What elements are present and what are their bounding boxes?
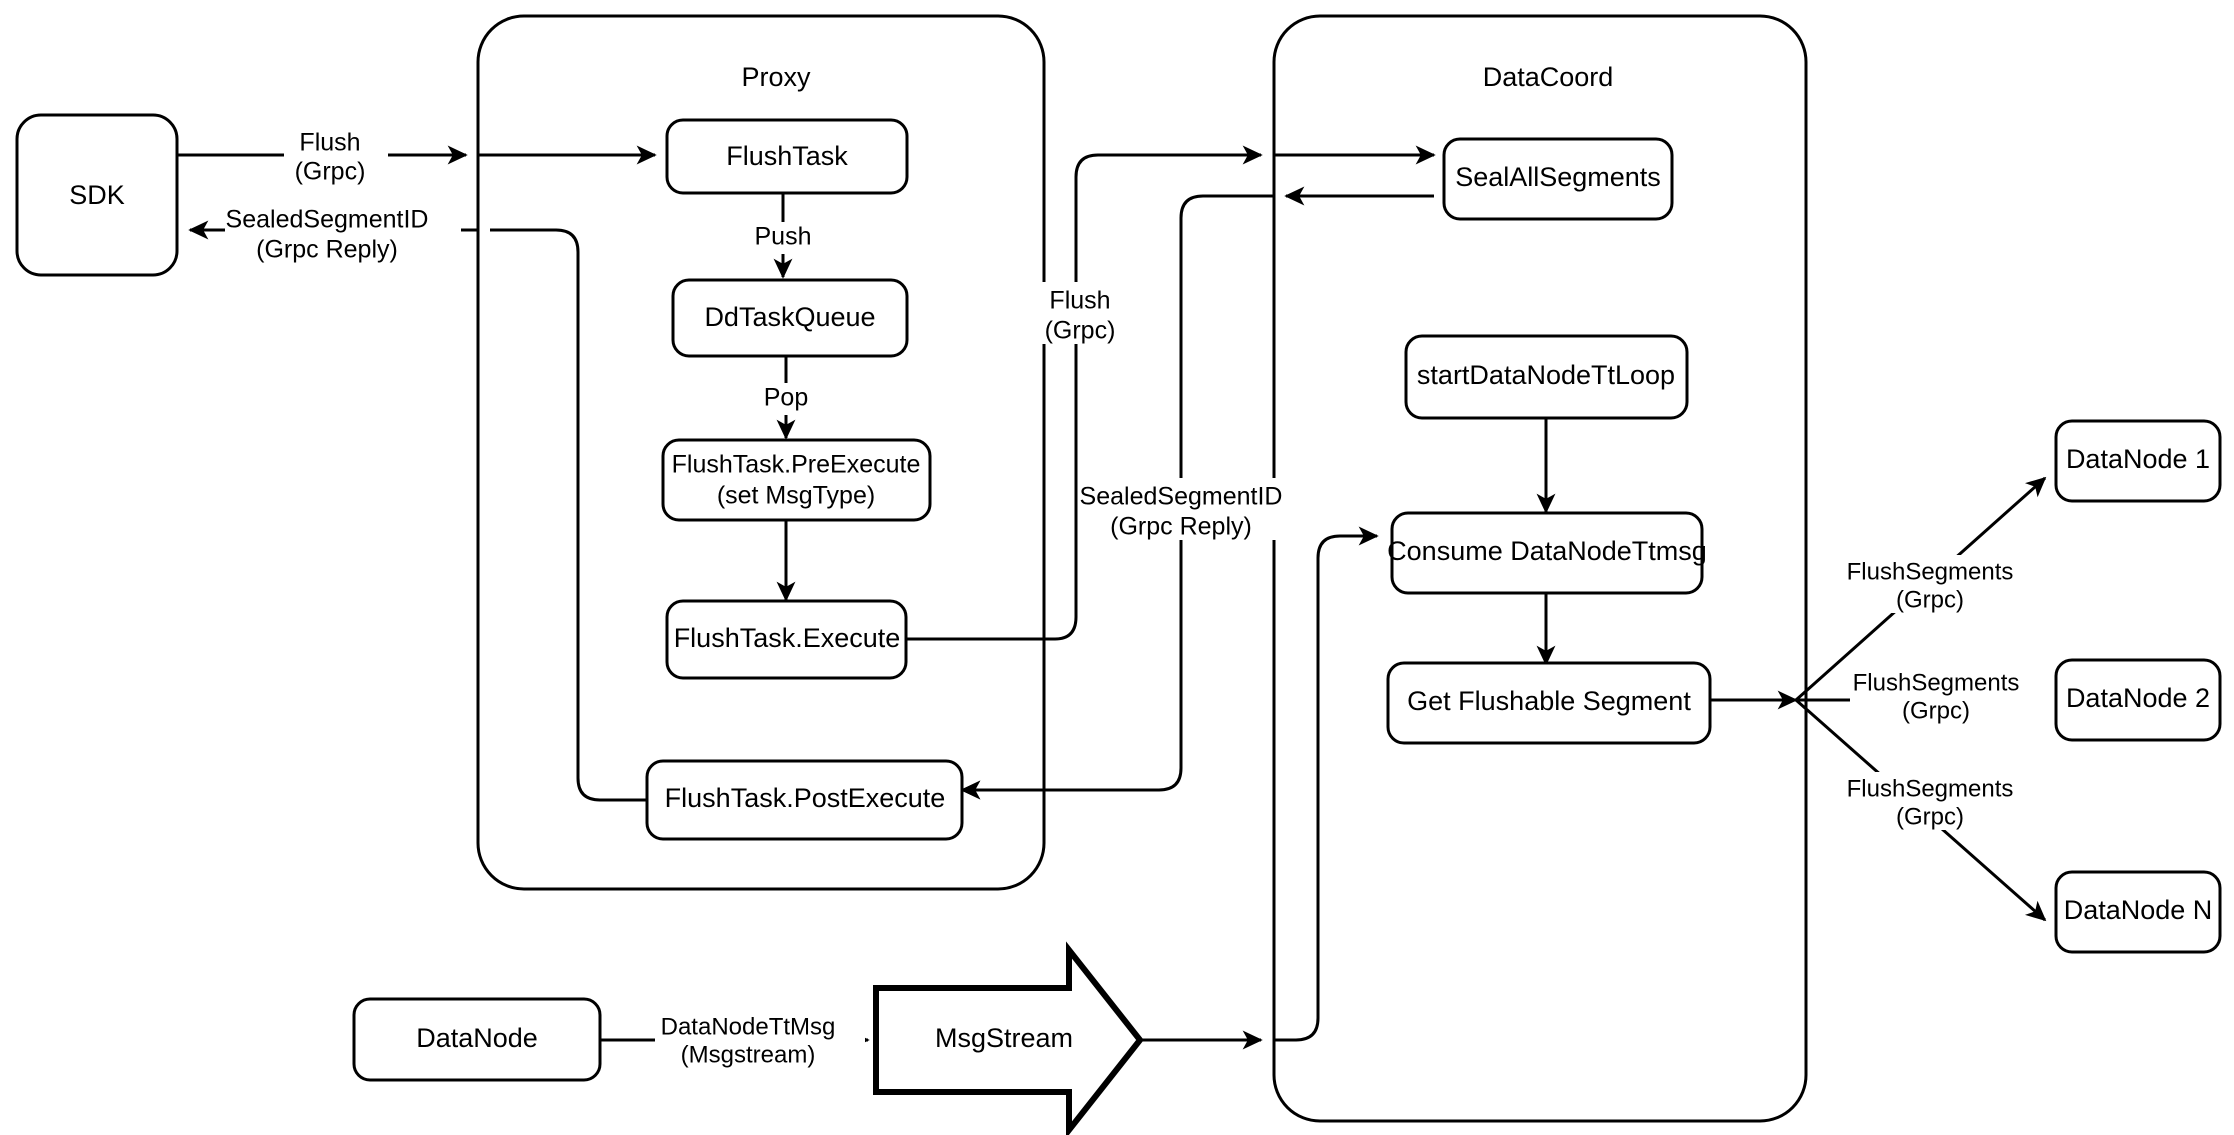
proxy-container-border (476, 14, 1046, 891)
label-datanode-ttmsg-line1: DataNodeTtMsg (661, 1013, 836, 1040)
label-flush-segments-2-line1: FlushSegments (1853, 669, 2020, 696)
label-push: Push (755, 223, 812, 251)
node-datanode-n-box[interactable] (2054, 870, 2222, 954)
node-execute-box[interactable] (665, 599, 908, 680)
edge-postexecute-to-sdk-reply (490, 228, 646, 802)
label-proxy-to-coord-line1: Flush (1049, 287, 1110, 315)
node-get-flushable-segment-box[interactable] (1386, 661, 1712, 745)
label-flush-segments-2-line2: (Grpc) (1902, 697, 1970, 724)
label-flush-segments-1-line1: FlushSegments (1847, 558, 2014, 585)
node-datanode-1-box[interactable] (2054, 419, 2222, 503)
node-ddtaskqueue-label: DdTaskQueue (704, 302, 875, 332)
label-bg (742, 222, 824, 254)
node-sealallsegments-box[interactable] (1442, 137, 1674, 221)
proxy-container: Proxy (476, 14, 1046, 891)
label-proxy-to-sdk-line1: SealedSegmentID (226, 206, 429, 234)
node-postexecute-box[interactable] (645, 759, 964, 841)
node-consume-datanode-ttmsg-box[interactable] (1390, 511, 1704, 595)
label-flush-segments-1: FlushSegments (Grpc) (1844, 555, 2044, 613)
node-preexecute-label-line1: FlushTask.PreExecute (672, 451, 921, 479)
node-get-flushable-segment-label: Get Flushable Segment (1407, 686, 1691, 716)
label-bg (225, 202, 461, 264)
label-flush-segments-n-line2: (Grpc) (1896, 803, 1964, 830)
datacoord-container-border (1272, 14, 1808, 1123)
label-sdk-to-proxy-line1: Flush (299, 129, 360, 157)
node-datanode-source-label: DataNode (416, 1023, 538, 1053)
node-start-datanode-tt-loop-box[interactable] (1404, 334, 1689, 420)
node-flushtask-box[interactable] (665, 118, 909, 195)
node-postexecute-label: FlushTask.PostExecute (665, 783, 946, 813)
label-datanode-ttmsg-line2: (Msgstream) (681, 1041, 816, 1068)
node-msgstream[interactable]: MsgStream (873, 941, 1144, 1135)
label-flush-segments-n-line1: FlushSegments (1847, 775, 2014, 802)
label-proxy-to-coord-line2: (Grpc) (1045, 317, 1116, 345)
label-sdk-to-proxy-line2: (Grpc) (295, 158, 366, 186)
datacoord-container-label: DataCoord (1483, 62, 1614, 92)
node-start-datanode-tt-loop[interactable]: startDataNodeTtLoop (1404, 334, 1689, 420)
node-consume-datanode-ttmsg[interactable]: Consume DataNodeTtmsg (1387, 511, 1707, 595)
node-datanode-1[interactable]: DataNode 1 (2054, 419, 2222, 503)
label-proxy-to-sdk: SealedSegmentID (Grpc Reply) (225, 202, 461, 264)
edge-execute-to-datacoord-flush (906, 145, 1263, 641)
node-flushtask-label: FlushTask (726, 141, 848, 171)
label-bg (1844, 555, 2044, 613)
node-execute-label: FlushTask.Execute (674, 623, 901, 653)
label-flush-segments-1-line2: (Grpc) (1896, 586, 1964, 613)
label-coord-to-proxy: SealedSegmentID (Grpc Reply) (1080, 478, 1283, 541)
node-msgstream-arrow-shape[interactable] (873, 941, 1144, 1135)
datacoord-container: DataCoord (1272, 14, 1808, 1123)
node-datanode-n[interactable]: DataNode N (2054, 870, 2222, 954)
node-sdk-label: SDK (69, 180, 125, 210)
node-postexecute[interactable]: FlushTask.PostExecute (645, 759, 964, 841)
label-bg (1844, 772, 2044, 830)
label-flush-segments-2: FlushSegments (Grpc) (1850, 666, 2050, 724)
node-msgstream-label: MsgStream (935, 1023, 1073, 1053)
node-datanode-2-label: DataNode 2 (2066, 683, 2210, 713)
node-preexecute-box[interactable] (661, 438, 932, 522)
node-start-datanode-tt-loop-label: startDataNodeTtLoop (1417, 360, 1675, 390)
node-sdk[interactable]: SDK (15, 113, 179, 277)
node-ddtaskqueue-box[interactable] (671, 278, 909, 358)
label-push: Push (742, 222, 824, 254)
node-datanode-source-box[interactable] (352, 997, 602, 1082)
label-bg (1032, 282, 1128, 344)
label-pop: Pop (764, 384, 808, 412)
node-datanode-n-label: DataNode N (2064, 895, 2213, 925)
node-datanode-1-label: DataNode 1 (2066, 444, 2210, 474)
node-datanode-2[interactable]: DataNode 2 (2054, 658, 2222, 742)
node-consume-datanode-ttmsg-label: Consume DataNodeTtmsg (1387, 536, 1707, 566)
node-preexecute-label-line2: (set MsgType) (717, 482, 875, 510)
label-bg (1850, 666, 2050, 724)
edge-datacoord-ttmsg-bus-to-consume (1274, 526, 1379, 1042)
node-sdk-box[interactable] (15, 113, 179, 277)
label-datanode-ttmsg: DataNodeTtMsg (Msgstream) (655, 1012, 865, 1070)
label-flush-segments-n: FlushSegments (Grpc) (1844, 772, 2044, 830)
node-preexecute[interactable]: FlushTask.PreExecute (set MsgType) (661, 438, 932, 522)
node-get-flushable-segment[interactable]: Get Flushable Segment (1386, 661, 1712, 745)
label-bg (749, 383, 823, 415)
label-bg (1082, 478, 1278, 540)
node-sealallsegments[interactable]: SealAllSegments (1442, 137, 1674, 221)
label-proxy-to-sdk-line2: (Grpc Reply) (256, 236, 398, 264)
label-coord-to-proxy-line1: SealedSegmentID (1080, 483, 1283, 511)
label-proxy-to-coord: Flush (Grpc) (1032, 282, 1128, 345)
proxy-container-label: Proxy (741, 62, 811, 92)
label-bg (284, 125, 388, 187)
label-sdk-to-proxy: Flush (Grpc) (284, 125, 388, 187)
label-coord-to-proxy-line2: (Grpc Reply) (1110, 513, 1252, 541)
label-bg (655, 1012, 865, 1070)
node-sealallsegments-label: SealAllSegments (1455, 162, 1661, 192)
node-datanode-source[interactable]: DataNode (352, 997, 602, 1082)
node-ddtaskqueue[interactable]: DdTaskQueue (671, 278, 909, 358)
node-datanode-2-box[interactable] (2054, 658, 2222, 742)
node-execute[interactable]: FlushTask.Execute (665, 599, 908, 680)
node-flushtask[interactable]: FlushTask (665, 118, 909, 195)
label-pop: Pop (749, 383, 823, 415)
